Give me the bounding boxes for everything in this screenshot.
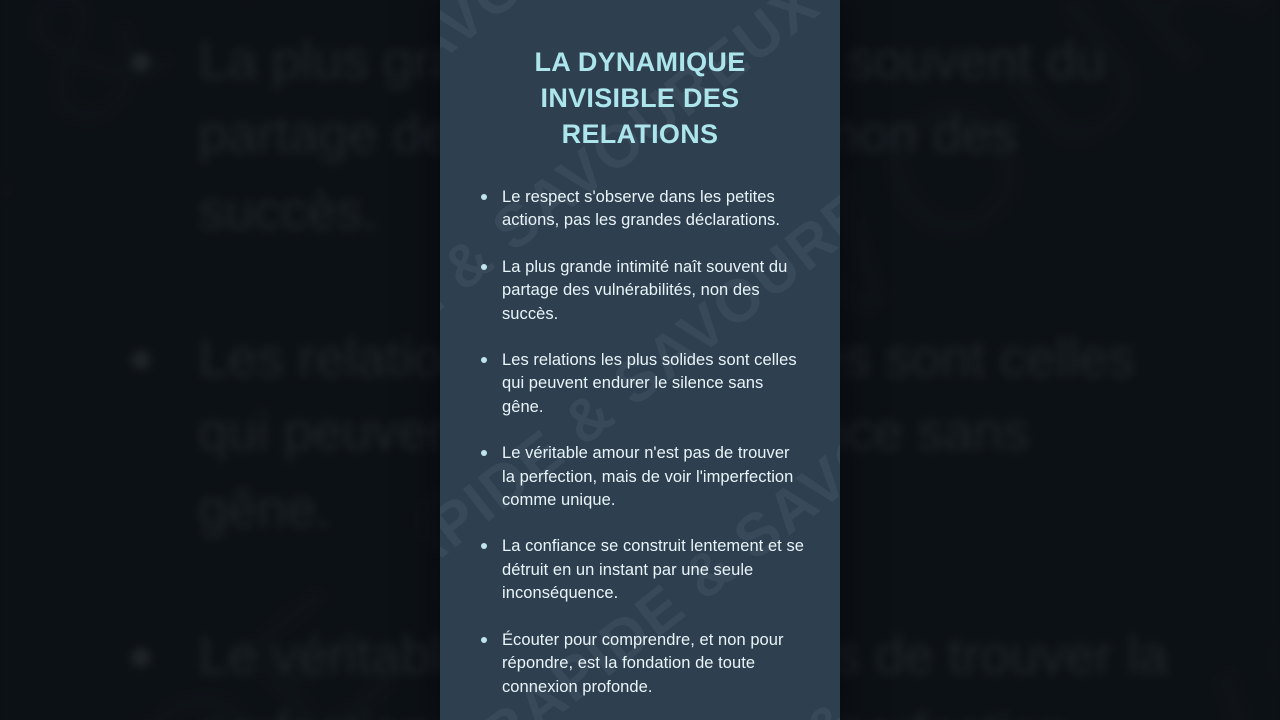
list-item: La plus grande intimité naît souvent du … (474, 256, 806, 326)
bullet-dot-icon (481, 450, 487, 457)
content-card: RAPIDE & SAVOUREUX RAPIDE & SAVOUREUX RA… (440, 0, 840, 720)
list-item-text: La confiance se construit lentement et s… (502, 537, 804, 603)
bullet-dot-icon (481, 543, 487, 550)
list-item-text: Les relations les plus solides sont cell… (502, 351, 797, 416)
list-item: Écouter pour comprendre, et non pour rép… (474, 629, 806, 699)
list-item: Le respect s'observe dans les petites ac… (474, 186, 806, 233)
list-item: Le véritable amour n'est pas de trouver … (474, 442, 806, 512)
page-title: LA DYNAMIQUE INVISIBLE DES RELATIONS (534, 47, 746, 149)
list-item: La confiance se construit lentement et s… (474, 535, 806, 605)
bullet-dot-icon (481, 194, 487, 200)
list-item-text: La plus grande intimité naît souvent du … (502, 257, 788, 323)
card-content: LA DYNAMIQUE INVISIBLE DES RELATIONS Le … (440, 0, 840, 699)
bullet-dot-icon (481, 357, 487, 364)
bullet-dot-icon (481, 263, 487, 270)
list-item-text: Écouter pour comprendre, et non pour rép… (502, 630, 784, 696)
list-item-text: Le respect s'observe dans les petites ac… (502, 188, 780, 230)
bullet-list: Le respect s'observe dans les petites ac… (474, 186, 806, 699)
list-item-text: Le véritable amour n'est pas de trouver … (502, 444, 794, 510)
bullet-dot-icon (481, 636, 487, 643)
list-item: Les relations les plus solides sont cell… (474, 349, 806, 419)
